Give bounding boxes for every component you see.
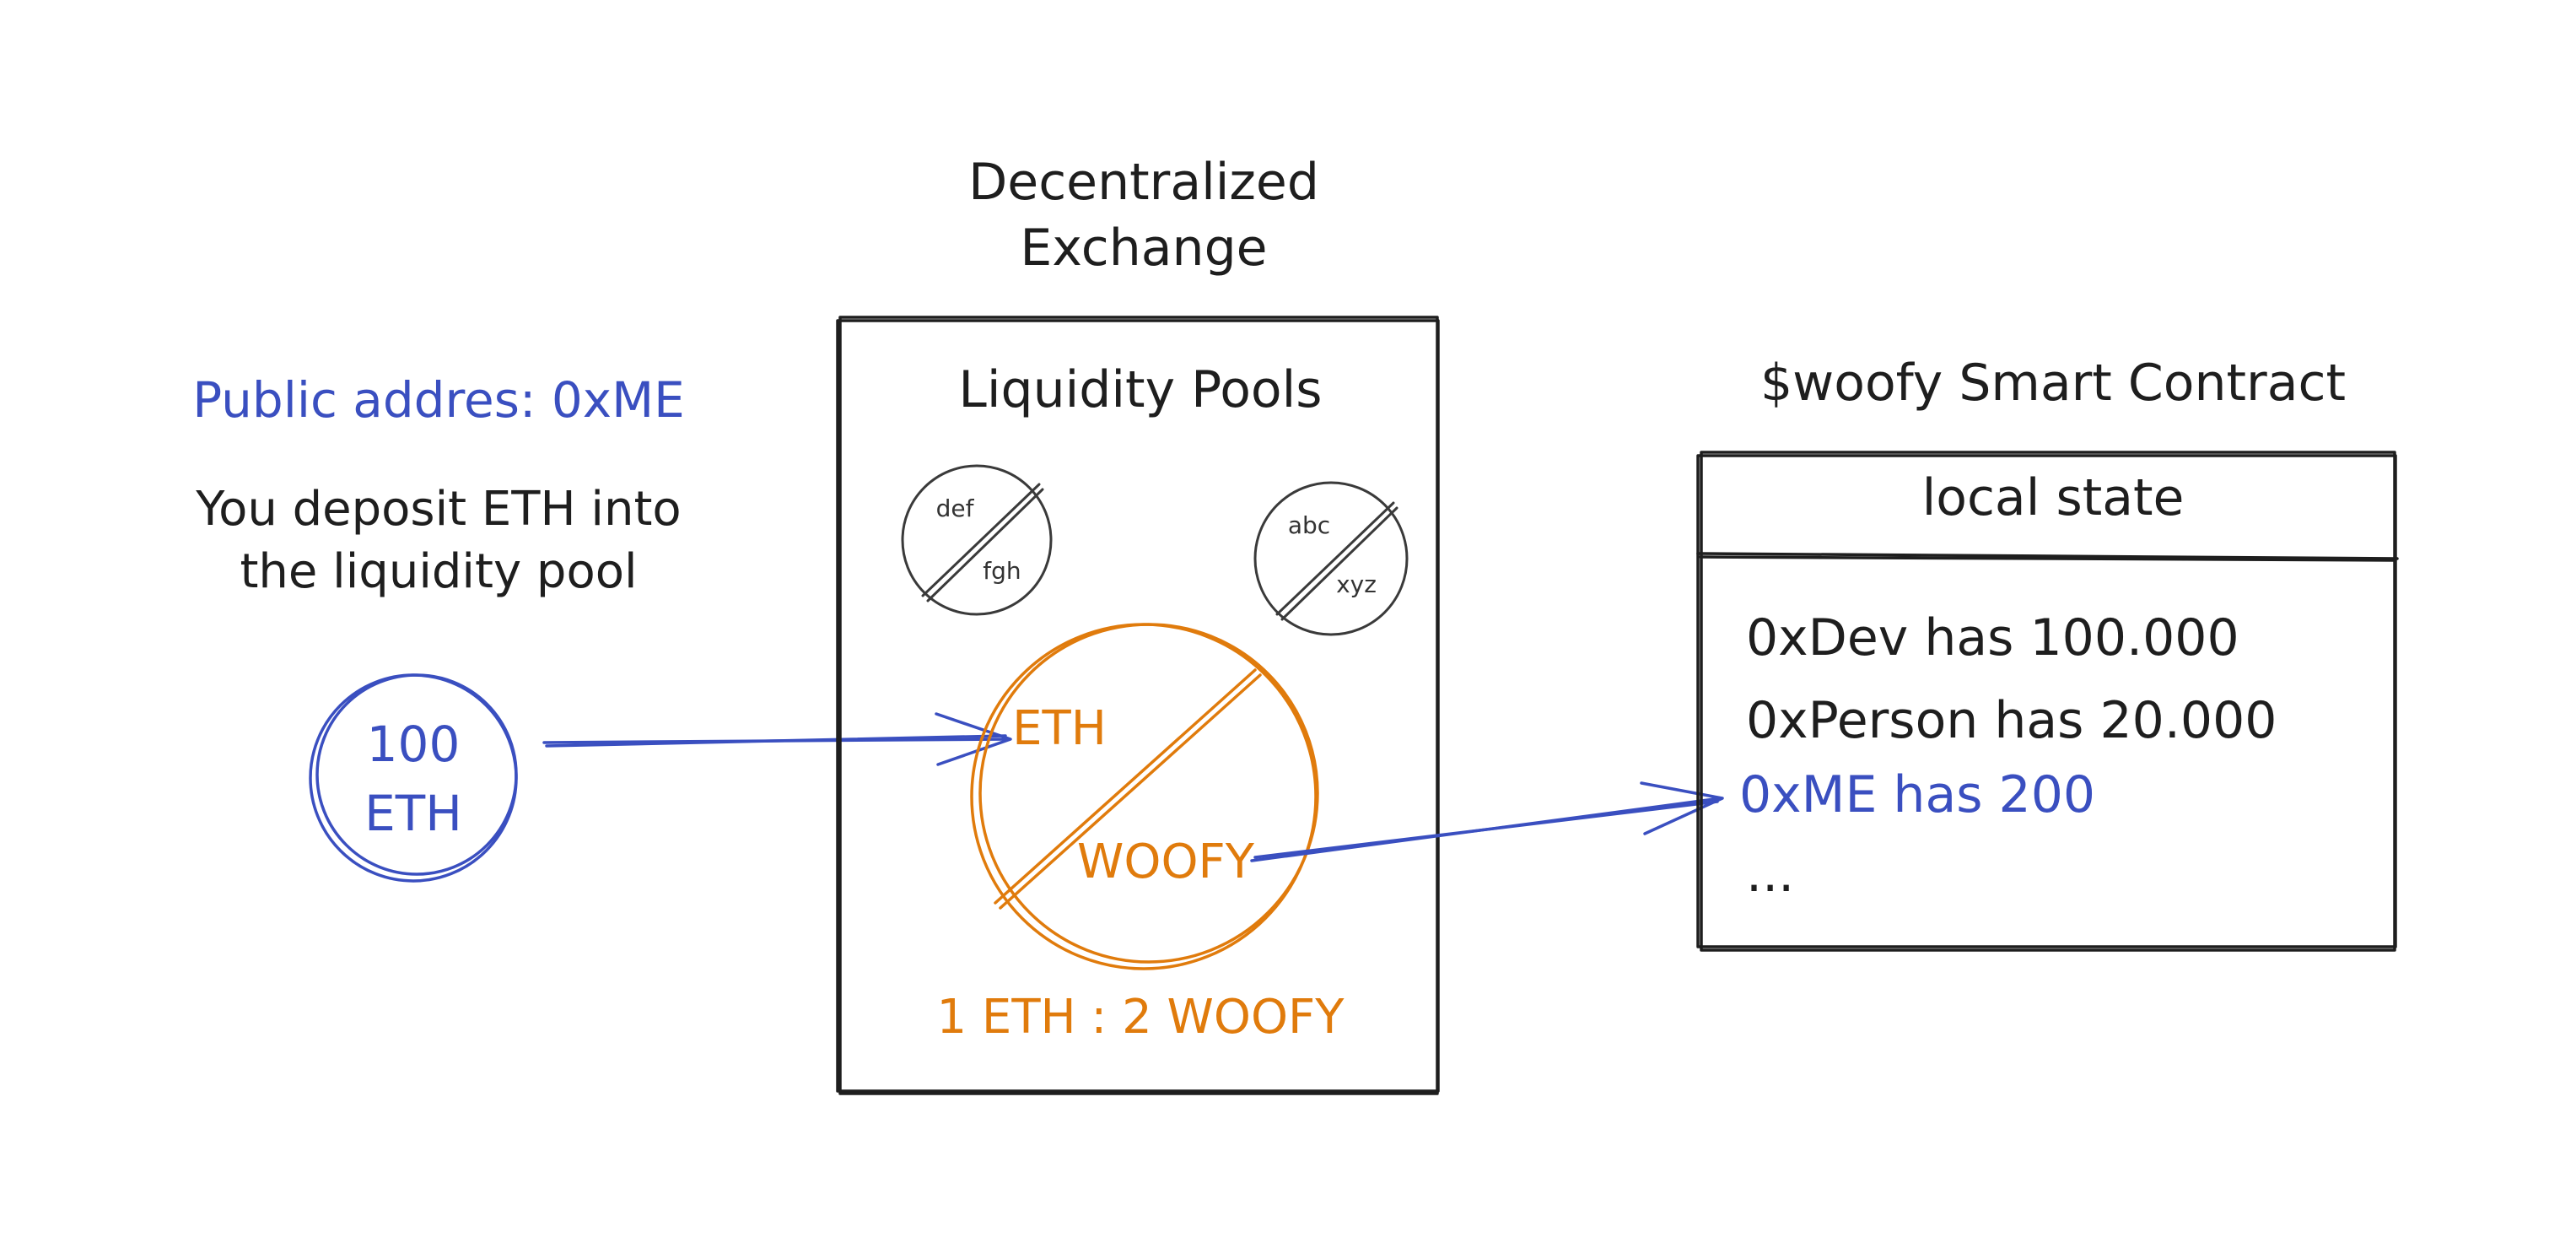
pool-abc-xyz: abc xyz <box>1253 481 1409 636</box>
pool-abc-xyz-divider <box>1275 501 1395 616</box>
eth-coin-symbol: ETH <box>364 785 462 842</box>
deposit-arrow-head <box>935 712 1012 766</box>
state-row-ellipsis: ... <box>1746 845 1794 904</box>
pool-eth-woofy-divider <box>994 668 1257 905</box>
public-address-label: Public addres: 0xME <box>192 371 685 429</box>
contract-header-divider-sketch <box>1699 555 2395 562</box>
woofy-arrow-shaft-sketch <box>1253 800 1719 859</box>
state-row-0xdev: 0xDev has 100.000 <box>1746 608 2239 667</box>
pool-def-fgh: def fgh <box>901 464 1053 616</box>
pool-woofy-label: WOOFY <box>1077 835 1255 889</box>
state-row-0xperson: 0xPerson has 20.000 <box>1746 691 2277 750</box>
pool-abc-label: abc <box>1288 511 1330 539</box>
dex-box <box>836 316 1440 1095</box>
pool-abc-xyz-circle <box>1253 481 1409 636</box>
local-state-header: local state <box>1922 468 2185 527</box>
state-row-0xme: 0xME has 200 <box>1739 765 2095 824</box>
pool-xyz-label: xyz <box>1336 570 1377 598</box>
contract-box-outline-sketch <box>1700 451 2396 952</box>
pool-fgh-label: fgh <box>983 557 1021 585</box>
pool-eth-woofy: ETH WOOFY <box>970 623 1319 970</box>
pool-def-fgh-divider-sketch <box>926 488 1044 602</box>
eth-coin-circle-sketch <box>315 673 518 876</box>
dex-title-line-1: Decentralized <box>968 153 1319 212</box>
dex-box-outline <box>836 319 1440 1093</box>
eth-coin-amount: 100 <box>367 716 461 773</box>
deposit-text-line-1: You deposit ETH into <box>195 482 681 537</box>
woofy-arrow <box>1250 781 1724 862</box>
pool-def-label: def <box>936 494 975 522</box>
pool-eth-woofy-divider-sketch <box>999 673 1262 910</box>
contract-box <box>1696 451 2399 952</box>
pool-abc-xyz-divider-sketch <box>1280 506 1398 621</box>
eth-coin-circle <box>309 673 518 883</box>
deposit-arrow-shaft-sketch <box>545 734 1007 748</box>
pool-def-fgh-divider <box>921 483 1041 597</box>
deposit-text-line-2: the liquidity pool <box>240 544 637 599</box>
pool-ratio-label: 1 ETH : 2 WOOFY <box>937 990 1345 1045</box>
pool-eth-woofy-circle-sketch <box>978 623 1319 964</box>
dex-title-line-2: Exchange <box>1020 219 1267 278</box>
woofy-arrow-head <box>1640 781 1724 835</box>
pool-eth-label: ETH <box>1012 701 1107 756</box>
pool-def-fgh-circle <box>901 464 1053 616</box>
dex-box-outline-sketch <box>838 316 1439 1095</box>
eth-coin: 100 ETH <box>309 673 518 883</box>
contract-title: $woofy Smart Contract <box>1760 354 2346 413</box>
deposit-arrow <box>542 712 1012 766</box>
liquidity-pools-label: Liquidity Pools <box>958 360 1322 419</box>
contract-header-divider <box>1696 552 2399 560</box>
